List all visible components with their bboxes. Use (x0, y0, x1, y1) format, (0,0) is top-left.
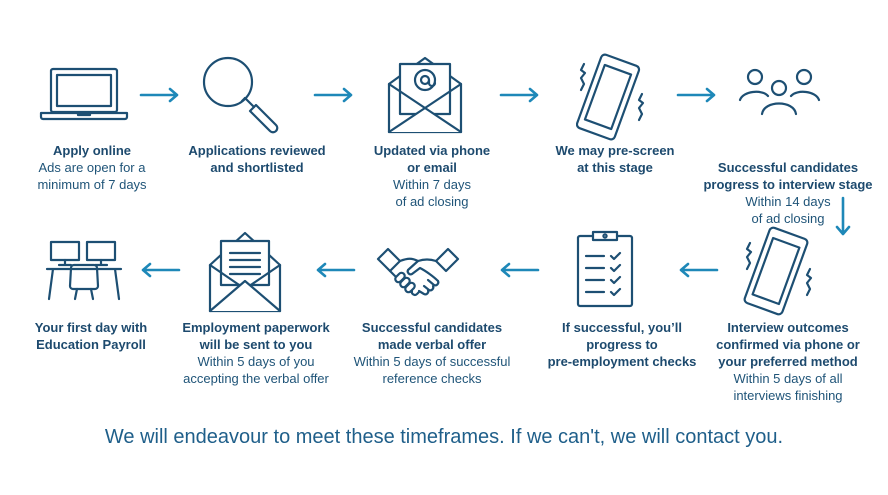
step-detail: of ad closing (395, 194, 469, 209)
step-detail: Within 7 days (392, 177, 472, 192)
step-pre-employment-checks: If successful, you’ll progress to pre-em… (527, 319, 717, 370)
arrow-right-icon (499, 86, 541, 109)
step-title: pre-employment checks (547, 354, 697, 369)
step-detail: Within 14 days (745, 194, 831, 209)
checklist-clipboard-icon (576, 230, 636, 313)
laptop-icon (38, 66, 130, 127)
step-title: Apply online (53, 143, 131, 158)
step-title: made verbal offer (377, 337, 487, 352)
step-title: progress to interview stage (703, 177, 873, 192)
step-title: will be sent to you (199, 337, 313, 352)
step-title: at this stage (577, 160, 653, 175)
footer-note: We will endeavour to meet these timefram… (104, 426, 784, 448)
people-group-icon (738, 66, 822, 121)
email-icon (386, 52, 466, 141)
step-verbal-offer: Successful candidates made verbal offer … (337, 319, 527, 387)
step-title: If successful, you’ll (562, 320, 682, 335)
step-pre-screen: We may pre-screen at this stage (520, 142, 710, 176)
step-employment-paperwork: Employment paperwork will be sent to you… (161, 319, 351, 387)
arrow-right-icon (313, 86, 355, 109)
step-detail: reference checks (382, 371, 482, 386)
step-title: We may pre-screen (555, 143, 675, 158)
step-title: or email (407, 160, 457, 175)
phone-ringing-icon (575, 52, 650, 147)
arrow-left-icon (139, 261, 181, 284)
desk-workstation-icon (45, 240, 123, 309)
step-interview-stage: Successful candidates progress to interv… (688, 159, 888, 227)
step-title: and shortlisted (210, 160, 304, 175)
step-title: Successful candidates (717, 160, 859, 175)
step-title: Interview outcomes (727, 320, 849, 335)
step-applications-reviewed: Applications reviewed and shortlisted (162, 142, 352, 176)
arrow-left-icon (314, 261, 356, 284)
arrow-right-icon (139, 86, 181, 109)
step-detail: Within 5 days of you (197, 354, 315, 369)
arrow-left-icon (498, 261, 540, 284)
step-detail: Ads are open for a (38, 160, 146, 175)
step-title: Employment paperwork (182, 320, 330, 335)
step-detail: minimum of 7 days (37, 177, 147, 192)
step-title: confirmed via phone or (716, 337, 860, 352)
step-title: progress to (586, 337, 658, 352)
arrow-right-icon (676, 86, 718, 109)
step-detail: interviews finishing (733, 388, 843, 403)
arrow-left-icon (677, 261, 719, 284)
step-detail: of ad closing (751, 211, 825, 226)
step-interview-outcomes: Interview outcomes confirmed via phone o… (693, 319, 883, 404)
step-detail: Within 5 days of all (733, 371, 843, 386)
step-detail: Within 5 days of successful (353, 354, 511, 369)
step-title: Successful candidates (361, 320, 503, 335)
step-first-day: Your first day with Education Payroll (0, 319, 186, 353)
step-title: Applications reviewed (188, 143, 326, 158)
step-title: Updated via phone (373, 143, 491, 158)
document-envelope-icon (208, 229, 284, 318)
step-updated-via-phone: Updated via phone or email Within 7 days… (337, 142, 527, 210)
arrow-down-icon (834, 196, 852, 243)
step-title: your preferred method (718, 354, 858, 369)
step-detail: accepting the verbal offer (183, 371, 329, 386)
handshake-icon (376, 240, 460, 305)
magnifier-icon (200, 55, 282, 140)
step-apply-online: Apply online Ads are open for a minimum … (0, 142, 187, 193)
phone-ringing-icon (742, 225, 816, 322)
step-title: Your first day with (34, 320, 148, 335)
step-title: Education Payroll (36, 337, 146, 352)
